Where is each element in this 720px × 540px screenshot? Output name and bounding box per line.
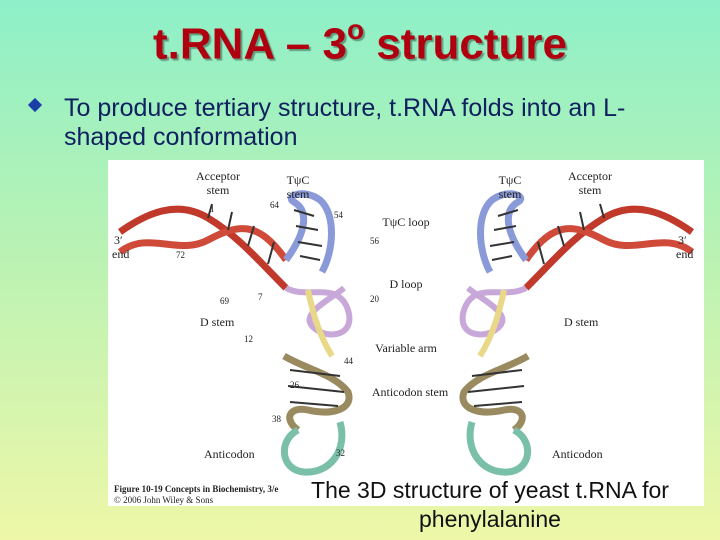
acceptor-strand-a [117, 205, 289, 291]
label-anticodon-stem: Anticodon stem [372, 385, 449, 399]
label-acceptor-stem-left-1: Acceptor [196, 169, 240, 183]
residue-54: 54 [334, 210, 344, 220]
label-tpsic-stem-left-2: stem [287, 187, 310, 201]
title-superscript: o [346, 14, 365, 45]
label-3prime-left-2: end [112, 247, 129, 261]
label-d-stem-left: D stem [200, 315, 235, 329]
acceptor-strand-b [117, 225, 289, 263]
residue-56: 56 [370, 236, 380, 246]
anticodon-loop [280, 421, 346, 476]
label-3prime-left-1: 3′ [114, 233, 123, 247]
variable-arm [305, 289, 335, 358]
anticodon-stem-a [282, 352, 353, 433]
label-acceptor-stem-left-2: stem [207, 183, 230, 197]
label-acceptor-stem-right-2: stem [579, 183, 602, 197]
label-tpsic-stem-right-2: stem [499, 187, 522, 201]
acceptor-base-pairs [207, 203, 275, 265]
trna-figure: Acceptor stem TψC stem Acceptor stem TψC… [108, 160, 704, 506]
label-tpsic-stem-right-1: TψC [499, 173, 522, 187]
label-anticodon-left: Anticodon [204, 447, 255, 461]
figure-labels: Acceptor stem TψC stem Acceptor stem TψC… [112, 169, 693, 505]
residue-20: 20 [370, 294, 380, 304]
tpsic-arm [283, 190, 335, 274]
label-tpsic-stem-left-1: TψC [287, 173, 310, 187]
label-3prime-right-2: end [676, 247, 693, 261]
residue-26: 26 [290, 380, 300, 390]
label-d-stem-right: D stem [564, 315, 599, 329]
residue-38: 38 [272, 414, 282, 424]
residue-72: 72 [176, 250, 185, 260]
tpsic-base-pairs [293, 209, 323, 261]
trna-diagram: Acceptor stem TψC stem Acceptor stem TψC… [112, 169, 704, 505]
label-anticodon-right: Anticodon [552, 447, 603, 461]
title-main: t.RNA – 3 [152, 19, 347, 69]
title-end: structure [364, 19, 568, 69]
figure-credit-1: Figure 10-19 Concepts in Biochemistry, 3… [114, 484, 278, 494]
residue-44: 44 [344, 356, 354, 366]
label-3prime-right-1: 3′ [678, 233, 687, 247]
bullet-text: To produce tertiary structure, t.RNA fol… [64, 94, 626, 151]
label-d-loop: D loop [390, 277, 423, 291]
slide-title: t.RNA – 3o structure [0, 14, 720, 70]
residue-7: 7 [258, 292, 263, 302]
label-tpsic-loop: TψC loop [382, 215, 429, 229]
d-arm [284, 285, 353, 338]
residue-69: 69 [220, 296, 230, 306]
label-acceptor-stem-right-1: Acceptor [568, 169, 612, 183]
anticodon-base-pairs [287, 369, 345, 407]
residue-32: 32 [336, 448, 345, 458]
residue-1: 1 [210, 204, 215, 214]
residue-12: 12 [244, 334, 253, 344]
label-variable-arm: Variable arm [375, 341, 437, 355]
figure-credit-2: © 2006 John Wiley & Sons [114, 495, 214, 505]
diamond-bullet-icon [27, 97, 43, 113]
residue-64: 64 [270, 200, 280, 210]
figure-caption: The 3D structure of yeast t.RNA for phen… [311, 477, 669, 532]
trna-molecule-left [117, 190, 353, 476]
trna-molecule-right [463, 194, 692, 472]
